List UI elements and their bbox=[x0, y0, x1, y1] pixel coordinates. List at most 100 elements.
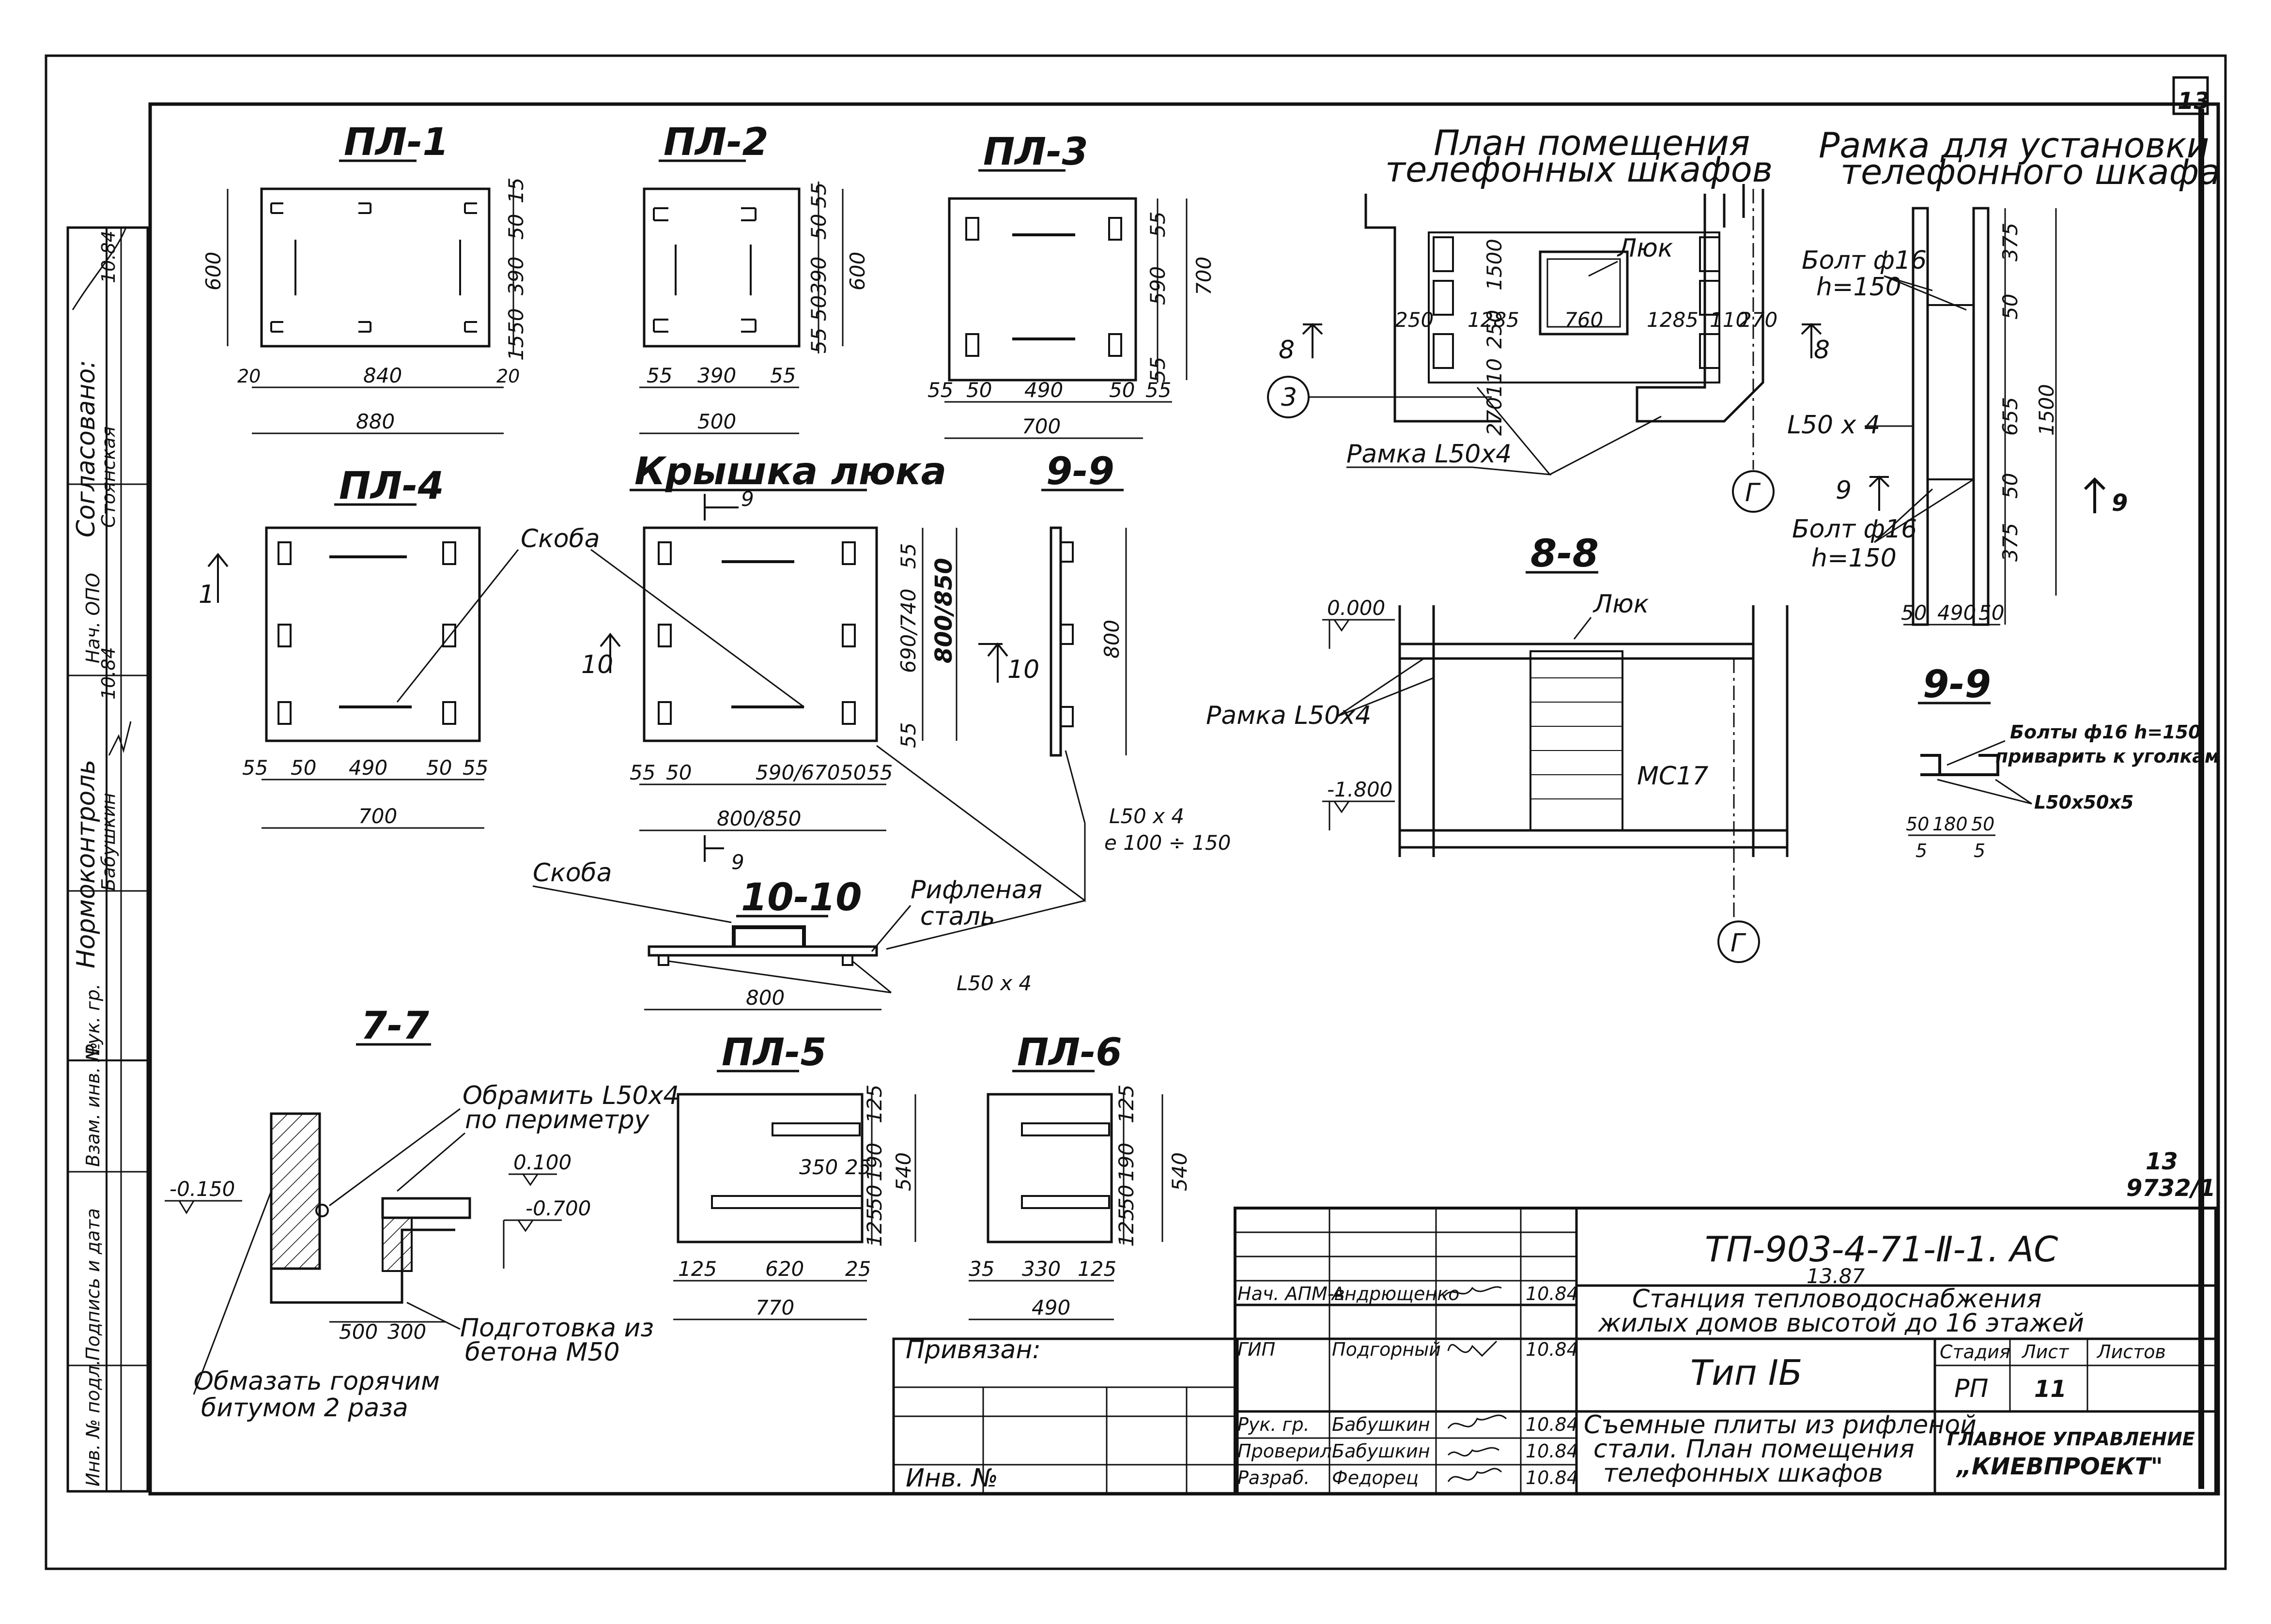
pl2-dim-55b: 55 bbox=[647, 364, 672, 387]
pl6-title: ПЛ-6 bbox=[1017, 1031, 1122, 1074]
s77-frame2: по периметру bbox=[465, 1105, 650, 1134]
s99b-angle: L50x50x5 bbox=[2034, 792, 2133, 813]
plan-dim-250b: 250 bbox=[1395, 308, 1434, 332]
rframe-dim-1500: 1500 bbox=[2035, 384, 2058, 436]
plan-dim-1500: 1500 bbox=[1483, 239, 1506, 291]
pl6-dim-330: 330 bbox=[1022, 1257, 1061, 1281]
lid-dim-v3: 800/850 bbox=[930, 558, 958, 663]
stoyanskaya-name: Стоянская bbox=[98, 426, 119, 528]
plan-axis3: 3 bbox=[1281, 383, 1297, 412]
row0-role: Нач. АПМ-в bbox=[1237, 1283, 1345, 1304]
plan-dim-1285b: 1285 bbox=[1647, 308, 1699, 332]
s77-bit2: битумом 2 раза bbox=[201, 1394, 408, 1423]
row3-name: Бабушкин bbox=[1332, 1440, 1430, 1462]
s88-lvl2: -1.800 bbox=[1327, 778, 1392, 801]
pl4-cut-1: 1 bbox=[199, 580, 215, 609]
pl2-dim-50a: 50 bbox=[807, 214, 831, 240]
s99b-dim-50a: 50 bbox=[1906, 813, 1929, 835]
sign-date-label: Подпись и дата bbox=[82, 1208, 104, 1361]
pl4-title: ПЛ-4 bbox=[339, 464, 444, 508]
rframe-cut9: 9 bbox=[1836, 476, 1852, 505]
rframe-title1: Рамка для установки bbox=[1819, 125, 2209, 166]
lid-dim-50b: 50 bbox=[840, 761, 866, 784]
s88-axisG-marker bbox=[1717, 920, 1760, 963]
s77-lvl3: -0.700 bbox=[525, 1196, 591, 1220]
s99a-dim-800: 800 bbox=[1100, 620, 1124, 659]
pl6-dim-50: 50 bbox=[1114, 1185, 1138, 1210]
sheet-title-2: стали. План помещения bbox=[1593, 1435, 1915, 1464]
pl1-dim-390: 390 bbox=[504, 257, 528, 295]
pl3-dim-490: 490 bbox=[1024, 378, 1063, 402]
row2-date: 10.84 bbox=[1526, 1414, 1578, 1435]
row2-name: Бабушкин bbox=[1332, 1414, 1430, 1435]
pl5-dim-125c: 125 bbox=[678, 1257, 717, 1281]
rframe-dim-375b: 375 bbox=[1998, 523, 2022, 562]
plan-dim-270a: 270 bbox=[1739, 308, 1777, 332]
plan-dim-110a: 110 bbox=[1710, 308, 1748, 332]
privyazan-label: Привязан: bbox=[906, 1335, 1041, 1364]
s1010-title: 10-10 bbox=[741, 876, 862, 919]
pl2-title: ПЛ-2 bbox=[664, 121, 769, 164]
lid-cut-9a: 9 bbox=[741, 487, 754, 511]
sheet-title-1: Съемные плиты из рифленой bbox=[1584, 1410, 1977, 1440]
s88-hatch: Люк bbox=[1592, 590, 1649, 619]
pl3-title: ПЛ-3 bbox=[983, 130, 1088, 174]
pl5-dim-50: 50 bbox=[863, 1185, 886, 1210]
pl1-dim-20b: 20 bbox=[496, 366, 520, 387]
pl2-dim-390: 390 bbox=[697, 364, 736, 387]
pl3-dim-50b: 50 bbox=[1109, 378, 1135, 402]
title-block: Привязан: Инв. № ТП-903-4-71-Ⅱ-1. АС 13.… bbox=[892, 1207, 2217, 1495]
plan-dim-760: 760 bbox=[1564, 308, 1603, 332]
pl1-dim-50a: 50 bbox=[504, 214, 528, 240]
row1-role: ГИП bbox=[1237, 1339, 1275, 1360]
pl5-dim-25: 25 bbox=[845, 1155, 871, 1179]
s88-title: 8-8 bbox=[1530, 532, 1599, 576]
pl3-dim-55a: 55 bbox=[1146, 212, 1170, 237]
rframe-cut9r: 9 bbox=[2112, 490, 2128, 517]
plan-axisG-marker bbox=[1732, 470, 1775, 513]
pl4-dim-55a: 55 bbox=[242, 756, 268, 780]
nach-opo-label: Нач. ОПО bbox=[82, 573, 104, 663]
plate-pl2: ПЛ-2 55 50 390 55 50 600 55 390 55 500 bbox=[639, 121, 869, 434]
doc-sub: 13.87 bbox=[1807, 1264, 1865, 1288]
rframe-dim-50a: 50 bbox=[1998, 294, 2022, 320]
agreed-label: Согласовано: bbox=[72, 360, 101, 537]
lid-dim-800: 800/850 bbox=[717, 807, 801, 830]
pl3-dim-700v: 700 bbox=[1192, 257, 1216, 295]
org-line2: „КИЕВПРОЕКТ" bbox=[1956, 1453, 2163, 1480]
pl2-dim-600: 600 bbox=[846, 252, 869, 291]
pl1-dim-600: 600 bbox=[201, 252, 225, 291]
s99b-title: 9-9 bbox=[1923, 663, 1991, 706]
pl4-dim-700: 700 bbox=[358, 804, 397, 828]
s88-lvl1: 0.000 bbox=[1327, 596, 1385, 620]
lid-skoba: Скоба bbox=[521, 524, 600, 553]
pl5-dim-620: 620 bbox=[765, 1257, 804, 1281]
rframe-bolt1: Болт ф16 bbox=[1802, 246, 1927, 275]
plate-pl6: ПЛ-6 125 190 50 125 540 35 330 125 490 bbox=[969, 1031, 1191, 1320]
plan-frame: Рамка L50x4 bbox=[1346, 440, 1512, 469]
row3-date: 10.84 bbox=[1526, 1440, 1578, 1462]
rframe-bolt2: Болт ф16 bbox=[1792, 515, 1917, 544]
plan-cut8: 8 bbox=[1279, 336, 1295, 365]
pl5-dim-770: 770 bbox=[756, 1296, 794, 1319]
pl4-dim-490: 490 bbox=[349, 756, 387, 780]
lid-dim-50a: 50 bbox=[666, 761, 692, 784]
s77-base1: Подготовка из bbox=[460, 1314, 654, 1343]
lid-cut-10: 10 bbox=[581, 650, 613, 679]
sheets-header: Листов bbox=[2096, 1341, 2166, 1363]
row1-name: Подгорный bbox=[1332, 1339, 1441, 1360]
rframe-dim-50b: 50 bbox=[1998, 473, 2022, 499]
lid-title: Крышка люка bbox=[634, 450, 946, 493]
s1010-dim-800: 800 bbox=[746, 986, 785, 1010]
section-10-10: 10-10 Скоба Рифленая сталь L50 x 4 800 bbox=[532, 858, 1042, 1011]
s1010-steel1: Рифленая bbox=[911, 875, 1042, 904]
type-label: Тип IБ bbox=[1690, 1352, 1802, 1393]
outer-border bbox=[45, 54, 2227, 1570]
hatch-lid: Крышка люка 9 Скоба 10 10 55 690/740 55 … bbox=[396, 450, 1039, 874]
lid-dim-55b: 55 bbox=[867, 761, 893, 784]
s99b-weld: приварить к уголкам bbox=[1995, 746, 2220, 767]
pl3-dim-55d: 55 bbox=[1145, 378, 1171, 402]
s99a-angle: L50 x 4 bbox=[1109, 804, 1184, 828]
lid-dim-v2: 690/740 bbox=[896, 589, 920, 673]
row2-role: Рук. гр. bbox=[1237, 1414, 1310, 1435]
